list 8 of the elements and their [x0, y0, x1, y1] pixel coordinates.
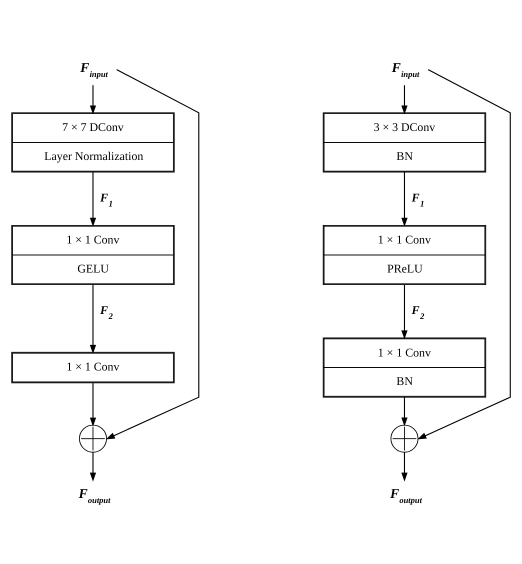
edge-label: F$_{1}$ — [412, 190, 424, 208]
node-text: F$_{output}$ — [390, 485, 422, 504]
node-text: F$_{input}$ — [80, 59, 108, 78]
edge-label: F$_{2}$ — [100, 302, 113, 320]
edge-label: F$_{2}$ — [412, 302, 424, 320]
node-text: F$_{output}$ — [78, 485, 110, 504]
node-text: F$_{input}$ — [392, 59, 420, 78]
edge-label: F$_{1}$ — [100, 190, 113, 208]
